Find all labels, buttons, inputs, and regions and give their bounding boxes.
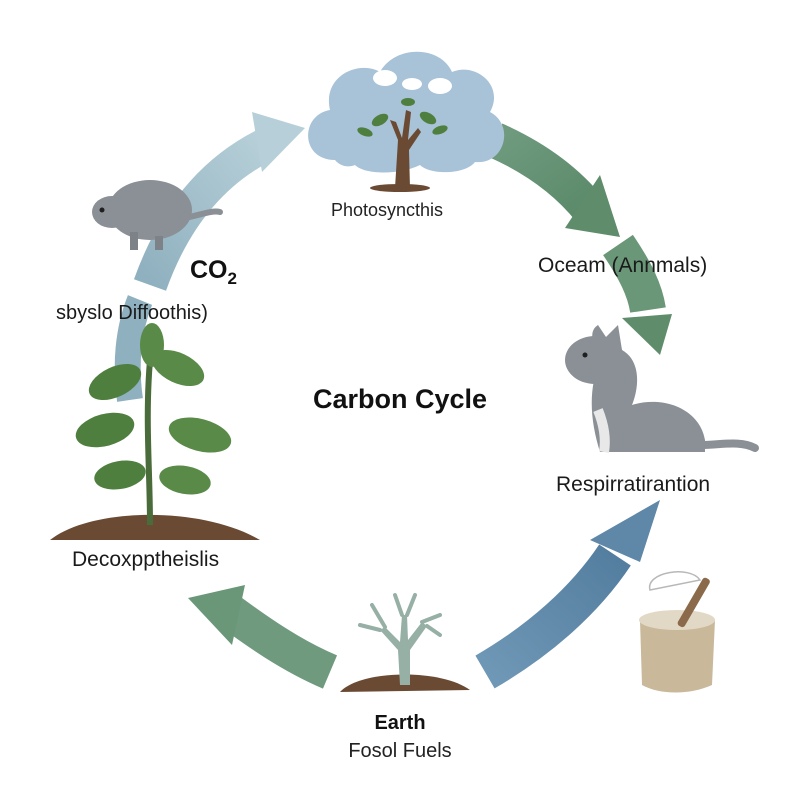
- cat-icon: [565, 325, 759, 453]
- arrow-to-respiration: [603, 234, 672, 355]
- co2-subscript: 2: [227, 269, 237, 288]
- label-earth: Earth: [374, 712, 426, 734]
- label-decomposition: Decoxpptheislis: [72, 548, 220, 571]
- label-co2: CO2: [190, 256, 237, 289]
- label-photosynthesis: Photosyncthis: [331, 200, 444, 220]
- label-fossil-fuels: Fosol Fuels: [348, 740, 452, 762]
- diagram-title: Carbon Cycle: [312, 384, 488, 414]
- arrow-to-decomposition: [188, 585, 338, 689]
- arrow-to-photosynthesis: [133, 112, 305, 291]
- mortar-pestle-icon: [639, 571, 715, 693]
- bare-tree-icon: [340, 593, 470, 692]
- label-ocean: Oceam (Annmals): [538, 254, 708, 277]
- label-respiration: Respirratirantion: [556, 473, 711, 496]
- arrow-to-ocean: [487, 123, 620, 237]
- label-left-side: sbyslo Diffoothis): [56, 302, 208, 324]
- rodent-icon: [92, 180, 223, 250]
- plant-icon: [50, 323, 260, 540]
- co2-main: CO: [190, 256, 228, 284]
- tree-icon: [357, 98, 448, 192]
- arrow-to-respiration-from-earth: [475, 500, 660, 689]
